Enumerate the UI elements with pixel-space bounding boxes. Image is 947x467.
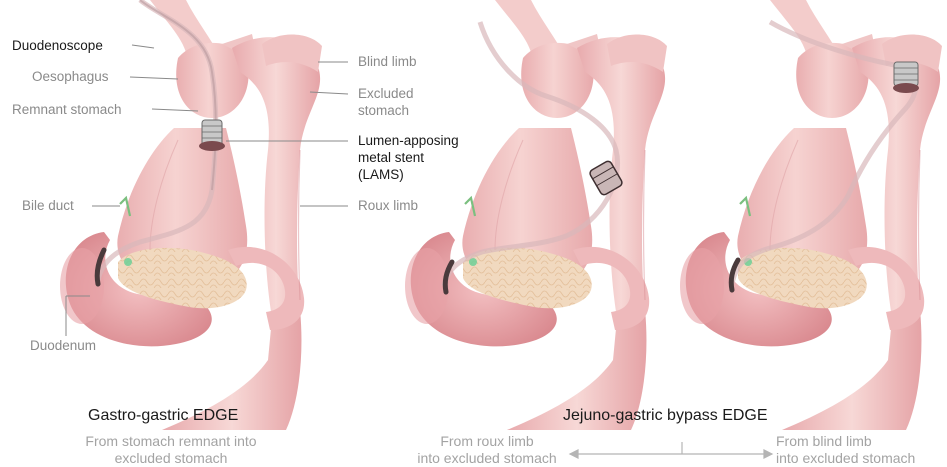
- panel-blind-limb: [680, 0, 942, 430]
- panel-roux-limb: [405, 0, 667, 430]
- caption-roux-sub-2: into excluded stomach: [404, 450, 570, 466]
- lams-stent: [199, 120, 225, 151]
- direction-arrow: [570, 442, 772, 458]
- label-excluded-stomach-2: stomach: [358, 103, 409, 119]
- lams-stent-blind: [893, 62, 919, 93]
- caption-jejuno-gastric-title: Jejuno-gastric bypass EDGE: [563, 407, 768, 425]
- label-remnant-stomach: Remnant stomach: [12, 102, 122, 118]
- label-lams-2: metal stent: [358, 150, 424, 166]
- label-oesophagus: Oesophagus: [32, 69, 109, 85]
- caption-blind-sub-1: From blind limb: [776, 433, 882, 449]
- label-duodenum: Duodenum: [30, 338, 96, 354]
- caption-gastro-gastric-title: Gastro-gastric EDGE: [88, 407, 238, 425]
- caption-blind-sub-2: into excluded stomach: [776, 450, 942, 466]
- label-blind-limb: Blind limb: [358, 54, 417, 70]
- caption-roux-sub-1: From roux limb: [404, 433, 570, 449]
- label-duodenoscope: Duodenoscope: [12, 38, 103, 54]
- caption-gastro-gastric-sub-2: excluded stomach: [66, 450, 276, 466]
- label-lams-1: Lumen-apposing: [358, 133, 459, 149]
- label-roux-limb: Roux limb: [358, 198, 418, 214]
- panel-gastro-gastric: [60, 0, 322, 430]
- label-excluded-stomach-1: Excluded: [358, 86, 414, 102]
- label-bile-duct: Bile duct: [22, 198, 74, 214]
- caption-gastro-gastric-sub-1: From stomach remnant into: [66, 433, 276, 449]
- label-lams-3: (LAMS): [358, 167, 404, 183]
